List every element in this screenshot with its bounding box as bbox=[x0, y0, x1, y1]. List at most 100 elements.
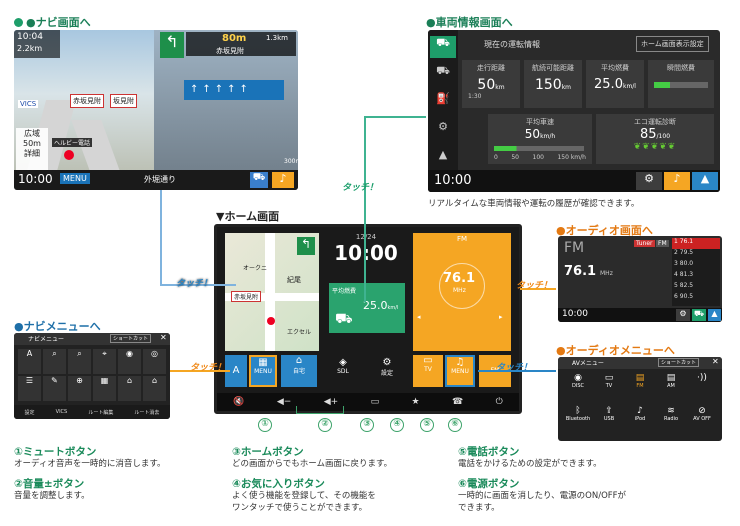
detail-button[interactable]: 詳細 bbox=[24, 149, 40, 158]
radio-waves-icon[interactable]: ≋Radio bbox=[663, 405, 679, 422]
home-audio-tile[interactable]: FM 76.1 MHz ◂ ▸ bbox=[413, 233, 511, 351]
preset-2[interactable]: 2 79.5 bbox=[674, 249, 694, 256]
home-screen[interactable]: ↰ オークニ 赤坂見附 紀尾 エクセル 12/24 10:00 平均燃費 25.… bbox=[214, 224, 522, 414]
scale-box[interactable]: 広域 50m 詳細 bbox=[16, 128, 48, 172]
audio-screen-title: ●オーディオ画面へ bbox=[556, 224, 653, 237]
bullet-icon bbox=[14, 18, 23, 27]
desc-home-body: どの画面からでもホーム画面に戻ります。 bbox=[232, 459, 393, 469]
home-sdl-button[interactable]: ◈ SDL bbox=[325, 357, 361, 387]
navi-screen[interactable]: ↑↑↑↑↑ 10:04 2.2km ↰ 80m 1.3km 赤坂見附 赤坂見附 … bbox=[14, 30, 298, 190]
audio-menu-screen[interactable]: AVメニュー ショートカット ✕ ◉DISC ▭TV ▤FM ▤AM ·)) ᛒ… bbox=[558, 357, 722, 441]
disc-icon[interactable]: ◉DISC bbox=[572, 373, 584, 389]
house-icon[interactable]: ⌂ bbox=[143, 376, 166, 401]
home-settings-button[interactable]: ⚙ 設定 bbox=[369, 357, 405, 387]
navi-a-button[interactable]: A bbox=[225, 355, 247, 387]
navi-menu-bottom-4[interactable]: ルート消去 bbox=[134, 409, 160, 416]
preset-5[interactable]: 5 82.5 bbox=[674, 282, 694, 289]
navi-menu-screen[interactable]: ナビメニュー ショートカット ✕ A ⌕ ⌕ ⌖ ◉ ◎ ☰ ✎ ⊕ ▦ ⌂ ⌂… bbox=[14, 333, 170, 419]
grid-icon[interactable]: ▦ bbox=[93, 376, 116, 401]
car-icon[interactable]: ⛟ bbox=[430, 36, 456, 58]
tv-icon[interactable]: ▭TV bbox=[604, 373, 614, 389]
fuel-icon[interactable]: ⛽ bbox=[436, 92, 450, 105]
card-eco: エコ運転診断 85/100 ❦❦❦❦❦ bbox=[596, 114, 714, 164]
home-key-icon[interactable]: ▭ bbox=[370, 397, 380, 407]
connector-navi bbox=[160, 190, 162, 284]
music-icon[interactable]: ♪ bbox=[272, 172, 294, 188]
pin-icon[interactable]: ⌖ bbox=[93, 349, 116, 374]
vehicle-screen-title: ●車両情報画面へ bbox=[426, 16, 513, 29]
home-menu-button-1[interactable]: ▦ MENU bbox=[249, 355, 277, 387]
navi-arrow-icon[interactable]: ▲ bbox=[708, 309, 721, 321]
navi-menu-item[interactable]: A bbox=[18, 349, 41, 374]
star-icon[interactable]: ★ bbox=[411, 397, 420, 407]
prev-icon[interactable]: ◂ bbox=[417, 313, 421, 321]
av-off-icon[interactable]: ⊘AV OFF bbox=[693, 405, 711, 422]
house-icon[interactable]: ⌂ bbox=[118, 376, 141, 401]
preset-1[interactable]: 1 76.1 bbox=[672, 238, 720, 249]
preset-4[interactable]: 4 81.3 bbox=[674, 271, 694, 278]
mute-icon[interactable]: 🔇 bbox=[233, 397, 245, 407]
next-icon[interactable]: ▸ bbox=[499, 313, 503, 321]
navi-time: 10:04 bbox=[17, 32, 43, 42]
radio-icon[interactable]: ▤FM bbox=[635, 373, 645, 389]
music-icon[interactable]: ♪ bbox=[664, 172, 690, 190]
person-search-icon[interactable]: ⌕ bbox=[68, 349, 91, 374]
preset-3[interactable]: 3 80.0 bbox=[674, 260, 694, 267]
power-icon[interactable]: ⏻ bbox=[495, 397, 503, 407]
audio-clock: 10:00 bbox=[562, 309, 588, 319]
list-icon[interactable]: ☰ bbox=[18, 376, 41, 401]
navi-menu-button[interactable]: MENU bbox=[60, 173, 90, 184]
home-map-tile[interactable]: ↰ オークニ 赤坂見附 紀尾 エクセル bbox=[225, 233, 319, 351]
gear-icon[interactable]: ⚙ bbox=[636, 172, 662, 190]
phone-icon[interactable]: ☎ bbox=[451, 397, 464, 407]
map-place-3: 紀尾 bbox=[287, 276, 301, 284]
car-clock-icon[interactable]: ⛟ bbox=[436, 64, 450, 77]
am-radio-icon[interactable]: ▤AM bbox=[666, 373, 676, 389]
audio-menu-shortcut[interactable]: ショートカット bbox=[658, 358, 700, 367]
navi-menu-bottom: 設定 VICS ルート編集 ルート消去 bbox=[14, 405, 170, 419]
audio-screen[interactable]: FM Tuner FM 76.1 MHz 1 76.1 2 79.5 3 80.… bbox=[558, 236, 722, 322]
wide-button[interactable]: 広域 bbox=[24, 129, 40, 138]
settings-car-icon[interactable]: ⚙ bbox=[438, 120, 448, 133]
usb-icon[interactable]: ⇪USB bbox=[603, 405, 615, 422]
pen-icon[interactable]: ✎ bbox=[43, 376, 66, 401]
car-icon bbox=[64, 150, 74, 160]
home-display-button[interactable]: ホーム画面表示設定 bbox=[636, 36, 709, 52]
close-icon[interactable]: ✕ bbox=[712, 357, 719, 366]
navi-menu-bottom-2[interactable]: VICS bbox=[55, 409, 68, 415]
navi-arrow-icon[interactable]: ▲ bbox=[692, 172, 718, 190]
house-icon: ⌂ bbox=[295, 355, 303, 366]
navi-menu-bottom-1[interactable]: 設定 bbox=[24, 409, 35, 416]
music-icon[interactable]: ♪iPod bbox=[634, 405, 646, 422]
home-fuel-tile[interactable]: 平均燃費 25.0km/l ⛟ bbox=[329, 283, 405, 333]
instant-fuel-bar bbox=[654, 82, 708, 88]
navi-menu-shortcut[interactable]: ショートカット bbox=[110, 334, 152, 343]
globe-icon[interactable]: ⊕ bbox=[68, 376, 91, 401]
volume-up-icon[interactable]: ◀+ bbox=[323, 397, 339, 407]
close-icon[interactable]: ✕ bbox=[160, 333, 167, 342]
navi-menu-bottom-3[interactable]: ルート編集 bbox=[88, 409, 114, 416]
gear-icon[interactable]: ⚙ bbox=[676, 309, 690, 321]
home-tv-button[interactable]: ▭ TV bbox=[413, 355, 443, 387]
home-home-button[interactable]: ⌂ 自宅 bbox=[281, 355, 317, 387]
volume-down-icon[interactable]: ◀− bbox=[276, 397, 292, 407]
lane-guide bbox=[184, 80, 284, 100]
navi-menu-grid: A ⌕ ⌕ ⌖ ◉ ◎ ☰ ✎ ⊕ ▦ ⌂ ⌂ bbox=[18, 349, 166, 401]
badge-5: ⑤ bbox=[420, 418, 434, 432]
home-menu-button-2[interactable]: ♫ MENU bbox=[445, 355, 475, 387]
desc-fav-body-1: よく使う機能を登録して、その機能を bbox=[232, 491, 376, 501]
broadcast-icon[interactable]: ·)) bbox=[697, 373, 707, 383]
map-place-1: オークニ bbox=[243, 265, 268, 272]
warning-icon[interactable]: ▲ bbox=[438, 148, 448, 161]
location-icon[interactable]: ◎ bbox=[143, 349, 166, 374]
poi-icon[interactable]: ◉ bbox=[118, 349, 141, 374]
car-icon: ⛟ bbox=[335, 311, 353, 327]
vehicle-screen[interactable]: ⛟ ⛟ ⛽ ⚙ ▲ 現在の運転情報 ホーム画面表示設定 走行距離 50km 1:… bbox=[428, 30, 720, 192]
preset-6[interactable]: 6 90.5 bbox=[674, 293, 694, 300]
car-mode-icon[interactable]: ⛟ bbox=[250, 172, 268, 188]
search-icon[interactable]: ⌕ bbox=[43, 349, 66, 374]
car-icon[interactable]: ⛟ bbox=[692, 309, 706, 321]
